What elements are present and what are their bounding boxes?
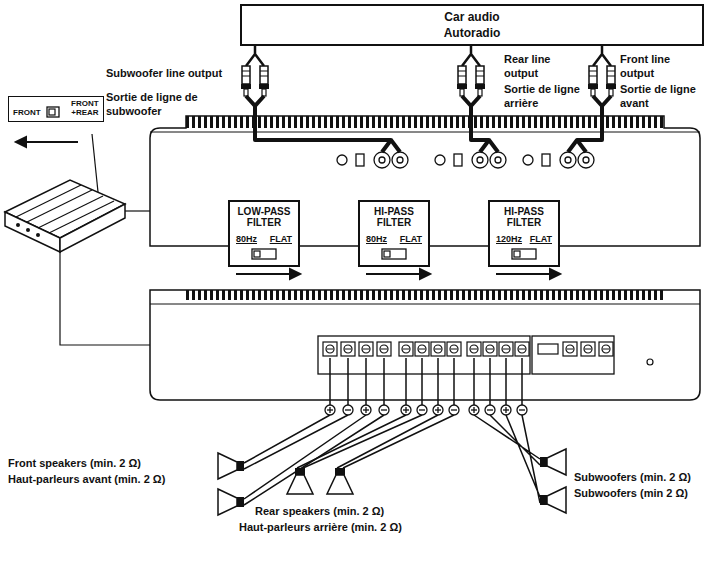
filter-name: HI-PASS FILTER bbox=[364, 206, 424, 228]
slide-switch bbox=[251, 248, 277, 260]
switch-label-row: 80Hz FLAT bbox=[364, 234, 424, 245]
slide-switch bbox=[381, 248, 407, 260]
switch-position: FRONT +REAR bbox=[65, 100, 99, 118]
filter-switch-box: HI-PASS FILTER 120Hz FLAT bbox=[488, 200, 560, 267]
slide-switch bbox=[511, 248, 537, 260]
switch-position: FLAT bbox=[528, 234, 554, 245]
unit-name: Car audio bbox=[444, 9, 499, 25]
input-label: Sortie de ligne arrière bbox=[504, 82, 582, 111]
speaker-label: Rear speakers (min. 2 Ω) bbox=[255, 504, 384, 518]
filter-switch-box: HI-PASS FILTER 80Hz FLAT bbox=[358, 200, 430, 267]
filter-name: LOW-PASS FILTER bbox=[234, 206, 294, 228]
speaker-label: Subwoofers (min 2 Ω) bbox=[574, 486, 688, 500]
input-label: Subwoofer line output bbox=[106, 66, 222, 80]
speaker-label: Front speakers (min. 2 Ω) bbox=[8, 456, 141, 470]
speaker-label: Haut-parleurs arrière (min. 2 Ω) bbox=[239, 520, 402, 534]
switch-position: 80Hz bbox=[364, 234, 389, 245]
switch-label-row: 120Hz FLAT bbox=[494, 234, 554, 245]
switch-inset-box: FRONT FRONT +REAR bbox=[8, 96, 104, 122]
input-label: Front line output bbox=[620, 52, 686, 81]
switch-position: FLAT bbox=[268, 234, 294, 245]
unit-name: Autoradio bbox=[444, 25, 501, 41]
filter-switch-box: LOW-PASS FILTER 80Hz FLAT bbox=[228, 200, 300, 267]
switch-position: FLAT bbox=[398, 234, 424, 245]
switch-position: 80Hz bbox=[234, 234, 259, 245]
switch-position: 120Hz bbox=[494, 234, 524, 245]
head-unit-box: Car audioAutoradio bbox=[240, 4, 704, 46]
speaker-label: Subwoofers (min. 2 Ω) bbox=[574, 470, 691, 484]
slide-switch bbox=[46, 106, 60, 118]
switch-label-row: 80Hz FLAT bbox=[234, 234, 294, 245]
speaker-label: Haut-parleurs avant (min. 2 Ω) bbox=[8, 472, 165, 486]
filter-name: HI-PASS FILTER bbox=[494, 206, 554, 228]
input-label: Sortie de ligne avant bbox=[620, 82, 698, 111]
input-label: Rear line output bbox=[504, 52, 568, 81]
input-label: Sortie de ligne de subwoofer bbox=[106, 90, 210, 119]
switch-position: FRONT bbox=[13, 109, 41, 118]
